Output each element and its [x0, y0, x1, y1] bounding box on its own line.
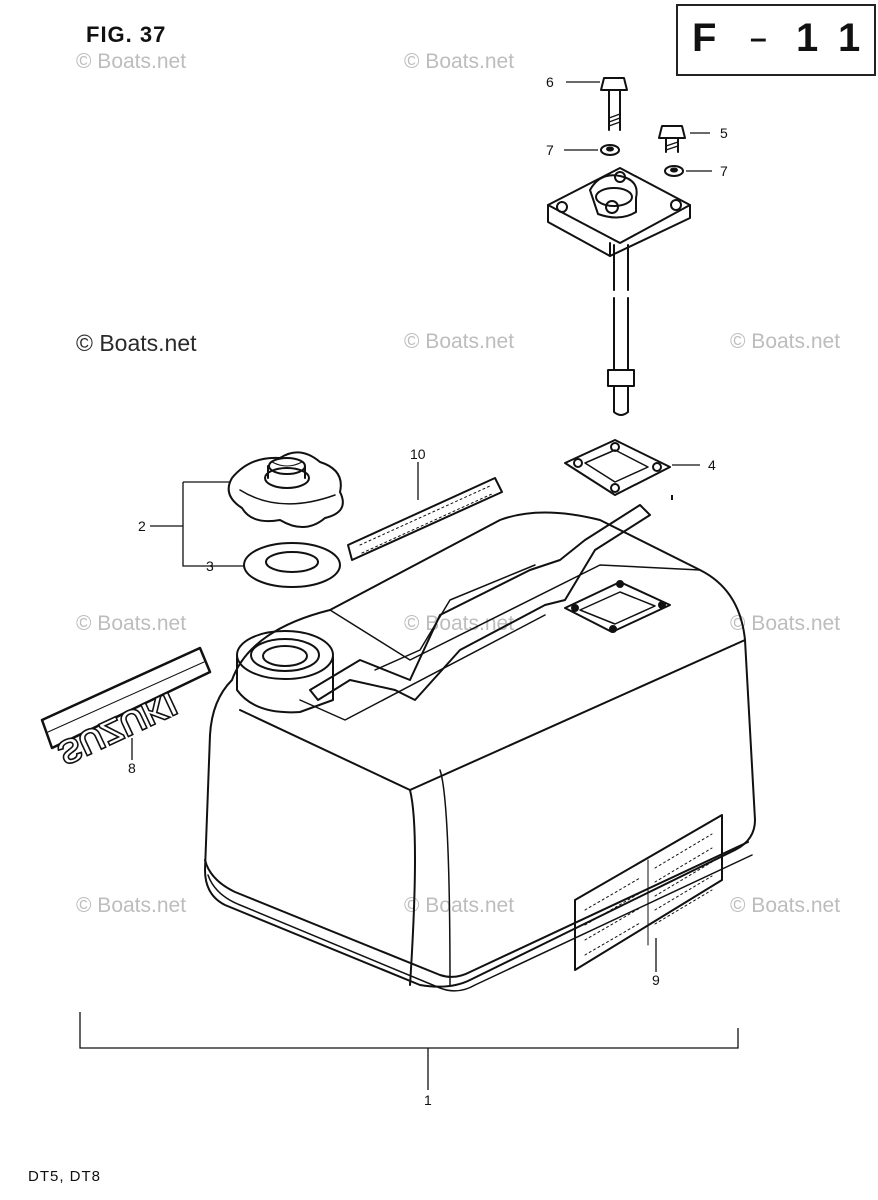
- bolt-long: [600, 77, 628, 131]
- part-label-3: 3: [206, 558, 214, 574]
- watermark: © Boats.net: [404, 330, 515, 353]
- ref-num2: 1: [838, 16, 861, 60]
- fuel-gauge-assembly: [547, 167, 691, 416]
- part-label-7b: 7: [720, 163, 728, 179]
- part-label-9: 9: [652, 972, 660, 988]
- caution-label: [347, 477, 503, 561]
- watermark: © Boats.net: [730, 894, 841, 917]
- part-label-10: 10: [410, 446, 426, 462]
- watermark: © Boats.net: [730, 612, 841, 635]
- warning-label: [574, 814, 723, 971]
- part-label-7a: 7: [546, 142, 554, 158]
- part-label-1: 1: [424, 1092, 432, 1108]
- part-label-6: 6: [546, 74, 554, 90]
- watermark-main: © Boats.net: [76, 330, 197, 356]
- ref-letter: F: [692, 16, 717, 60]
- part-label-5: 5: [720, 125, 728, 141]
- bolt-short: [658, 125, 686, 153]
- suzuki-logo-text: SUZUKI: [52, 684, 183, 772]
- washer-left: [600, 144, 620, 156]
- part-label-8: 8: [128, 760, 136, 776]
- fuel-cap: [227, 451, 344, 528]
- suzuki-decal: [40, 646, 212, 750]
- figure-title: FIG. 37: [86, 22, 167, 47]
- washer-right: [664, 165, 684, 177]
- watermark: © Boats.net: [404, 50, 515, 73]
- gauge-gasket: [564, 439, 671, 496]
- ref-num1: 1: [796, 16, 819, 60]
- cap-gasket: [243, 542, 341, 588]
- part-label-4: 4: [708, 457, 716, 473]
- reference-box: F – 1 1: [676, 4, 876, 76]
- watermark: © Boats.net: [76, 50, 187, 73]
- watermark: © Boats.net: [730, 330, 841, 353]
- part-label-2: 2: [138, 518, 146, 534]
- watermark: © Boats.net: [404, 894, 515, 917]
- fuel-tank: [204, 504, 756, 992]
- ref-dash: –: [750, 22, 767, 55]
- watermark: © Boats.net: [76, 894, 187, 917]
- model-label: DT5, DT8: [28, 1168, 102, 1185]
- watermark: © Boats.net: [76, 612, 187, 635]
- watermark: © Boats.net: [404, 612, 515, 635]
